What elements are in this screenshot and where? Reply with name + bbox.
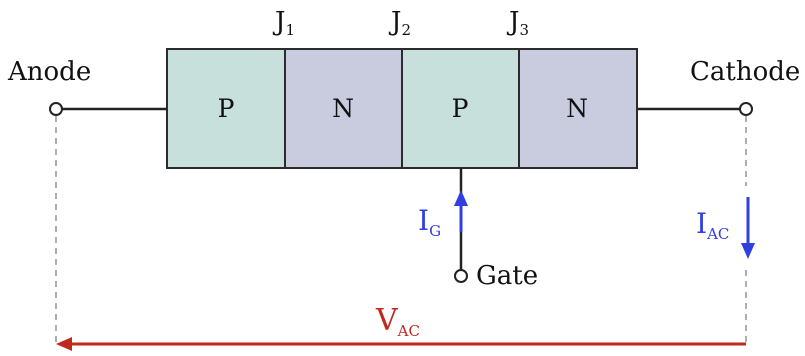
layer-n1: [284, 48, 403, 169]
gate-current-main: I: [418, 204, 429, 237]
junction-j2-main: J: [388, 7, 401, 37]
junction-j1-sub: 1: [285, 21, 295, 39]
junction-label-j2: J2: [388, 7, 411, 39]
anode-label: Anode: [7, 57, 91, 87]
junction-j1-main: J: [272, 7, 285, 37]
anode-cathode-current-label: IAC: [696, 207, 729, 243]
anode-cathode-current-main: I: [696, 207, 707, 240]
gate-current-arrowhead: [454, 190, 468, 206]
layer-p1: [166, 48, 286, 169]
anode-terminal: [49, 102, 63, 116]
junction-label-j1: J1: [272, 7, 295, 39]
junction-j2-sub: 2: [401, 21, 411, 39]
junction-label-j3: J3: [506, 7, 529, 39]
voltage-arrowhead: [56, 337, 72, 351]
gate-current-label: IG: [418, 204, 441, 240]
junction-j3-sub: 3: [519, 21, 529, 39]
anode-cathode-current-arrowhead: [741, 243, 755, 259]
anode-cathode-current-sub: AC: [706, 225, 729, 243]
layer-label-n1: N: [332, 94, 354, 123]
cathode-label: Cathode: [690, 57, 800, 87]
layer-label-n2: N: [566, 94, 588, 123]
voltage-sub: AC: [397, 322, 420, 340]
voltage-label: VAC: [375, 303, 420, 340]
voltage-main: V: [375, 303, 399, 338]
layer-stack: [166, 48, 638, 169]
gate-label: Gate: [476, 261, 538, 291]
gate-current-sub: G: [429, 222, 441, 240]
layer-label-p2: P: [452, 94, 469, 123]
layer-p2: [401, 48, 520, 169]
gate-terminal: [454, 269, 468, 283]
cathode-terminal: [739, 102, 753, 116]
layer-label-p1: P: [218, 94, 235, 123]
junction-j3-main: J: [506, 7, 519, 37]
layer-n2: [518, 48, 638, 169]
